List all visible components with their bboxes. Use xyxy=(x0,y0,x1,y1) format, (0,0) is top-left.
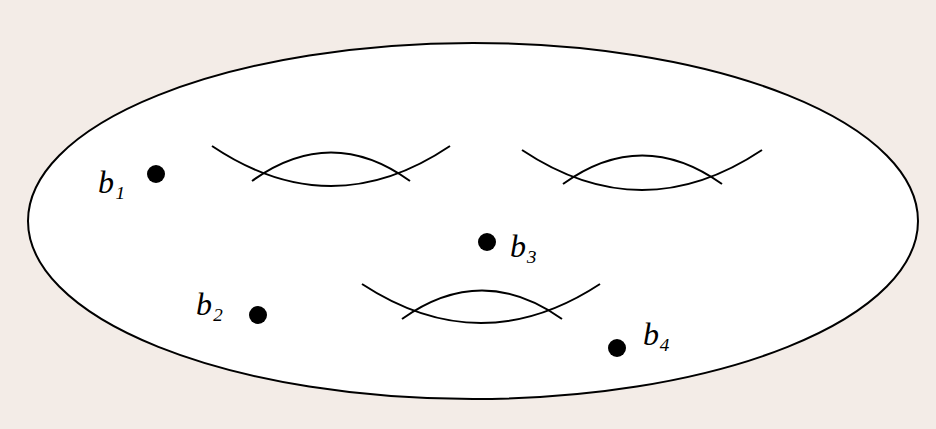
marked-point xyxy=(478,233,496,251)
points xyxy=(147,165,626,357)
hole-lower-arc xyxy=(362,284,600,323)
hole-upper-arc xyxy=(252,153,410,182)
hole-lower-arc xyxy=(522,150,762,190)
point-label: b₂ xyxy=(196,286,223,323)
marked-point xyxy=(608,339,626,357)
point-label: b₁ xyxy=(98,164,125,201)
marked-point xyxy=(147,165,165,183)
surface-outline xyxy=(28,43,918,399)
hole-upper-arc xyxy=(402,291,562,320)
hole-upper-arc xyxy=(563,156,722,185)
marked-point xyxy=(249,306,267,324)
point-label: b₃ xyxy=(510,228,537,265)
hole-lower-arc xyxy=(212,146,450,186)
handles xyxy=(212,146,762,323)
point-label: b₄ xyxy=(643,316,670,353)
